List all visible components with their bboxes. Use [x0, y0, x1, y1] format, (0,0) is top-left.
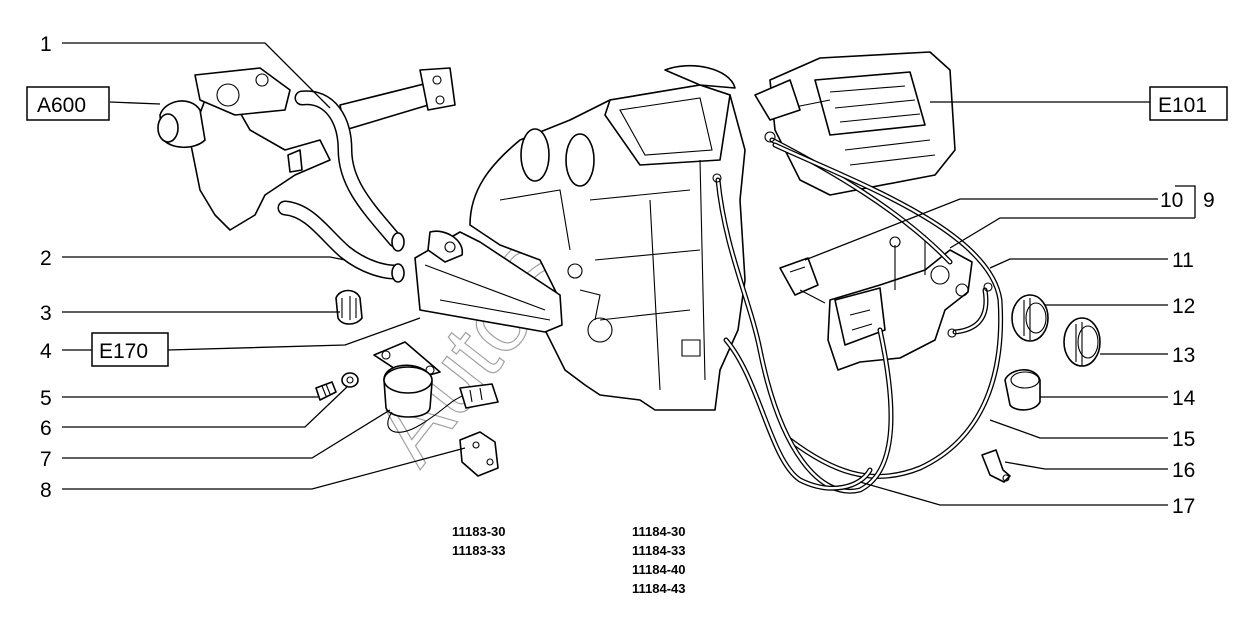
cable-clip — [981, 449, 1011, 483]
knob-14 — [1004, 369, 1041, 411]
bracket — [459, 431, 499, 477]
knob-13 — [1063, 317, 1101, 367]
callout-11: 11 — [1172, 249, 1194, 272]
callout-17: 17 — [1172, 495, 1195, 518]
leader-lines — [62, 42, 1196, 506]
ref-label-e170: E170 — [99, 340, 148, 363]
callout-3: 3 — [40, 302, 52, 325]
callout-8: 8 — [40, 479, 52, 502]
knob-12 — [1011, 294, 1049, 342]
blower-motor — [373, 341, 499, 433]
screw — [315, 381, 337, 401]
air-distribution-unit — [754, 51, 956, 196]
washer — [341, 372, 359, 388]
callout-12: 12 — [1172, 295, 1195, 318]
heater-core-duct — [414, 230, 563, 333]
control-cables — [712, 131, 1004, 494]
callout-9: 9 — [1203, 189, 1215, 212]
model-code: 11183-33 — [452, 543, 506, 558]
ref-label-a600: A600 — [37, 94, 86, 117]
ref-label-e101: E101 — [1158, 94, 1207, 117]
coolant-pipe — [157, 67, 456, 231]
switch-module — [779, 257, 826, 304]
callout-1: 1 — [40, 33, 52, 56]
callout-10: 10 — [1160, 189, 1183, 212]
model-code: 11184-33 — [632, 543, 686, 558]
model-code: 11184-40 — [632, 562, 686, 577]
ref-box-a600 — [26, 86, 110, 121]
callout-14: 14 — [1172, 387, 1196, 410]
callout-7: 7 — [40, 448, 52, 471]
model-code: 11184-43 — [632, 581, 686, 596]
control-unit — [827, 235, 973, 371]
heater-housing — [469, 64, 746, 411]
callout-2: 2 — [40, 247, 52, 270]
callout-16: 16 — [1172, 459, 1195, 482]
hose-lower — [277, 200, 405, 283]
model-code: 11184-30 — [632, 524, 686, 539]
hose-clamp — [335, 289, 363, 325]
callout-13: 13 — [1172, 344, 1195, 367]
model-code: 11183-30 — [452, 524, 506, 539]
callout-4: 4 — [40, 340, 52, 363]
ref-box-e101 — [1149, 86, 1228, 121]
callout-15: 15 — [1172, 428, 1195, 451]
callout-5: 5 — [40, 387, 52, 410]
ref-box-e170 — [91, 332, 169, 367]
callout-6: 6 — [40, 417, 52, 440]
